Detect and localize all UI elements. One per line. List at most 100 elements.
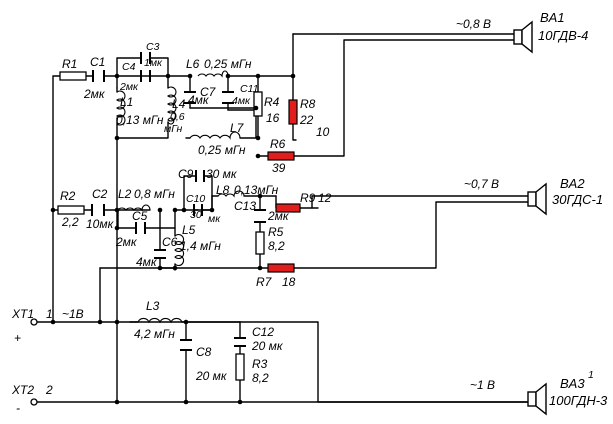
c9-value: 30 мк — [206, 167, 238, 181]
resistor-r7 — [267, 263, 295, 273]
capacitor-c5 — [135, 222, 146, 234]
c9-label: C9 — [178, 167, 194, 181]
r3-label: R3 — [252, 357, 268, 371]
l2-value: 0,8 мГн — [134, 187, 175, 201]
speaker-ba1-name: BA1 — [540, 10, 565, 25]
l8-label: L8 — [216, 183, 230, 197]
terminal-xt2-pin — [30, 398, 38, 406]
r7-value: 18 — [282, 275, 296, 289]
l4-label: L4 — [172, 97, 186, 111]
resistor-r9 — [275, 203, 301, 213]
c6-label: C6 — [162, 235, 178, 249]
capacitor-c1 — [92, 70, 105, 82]
c8-label: C8 — [196, 345, 212, 359]
l7-label: L7 — [230, 121, 245, 135]
l8-value: 0,13мГн — [234, 183, 279, 197]
resistor-r3 — [235, 353, 245, 381]
r5-label: R5 — [268, 225, 284, 239]
terminal-xt2-name: XT2 — [11, 383, 34, 397]
resistor-r4 — [253, 91, 263, 117]
l7-value: 0,25 мГн — [198, 143, 246, 157]
speaker-ba2-model: 30ГДС-1 — [552, 192, 603, 207]
r5-value: 8,2 — [268, 239, 285, 253]
speaker-ba2-name: BA2 — [560, 176, 585, 191]
resistor-r2 — [57, 205, 85, 215]
speaker-ba3 — [527, 382, 547, 416]
inductor-l4 — [167, 86, 177, 125]
r2-label: R2 — [60, 189, 76, 203]
capacitor-c12 — [234, 337, 246, 347]
c12-value: 20 мк — [251, 339, 284, 353]
l6-value: 0,25 мГн — [204, 57, 252, 71]
l5-value: 1,4 мГн — [180, 239, 221, 253]
r9-label: R9 — [300, 191, 316, 205]
c8-value: 20 мк — [195, 369, 228, 383]
r4-label: R4 — [264, 95, 280, 109]
l5-label: L5 — [182, 223, 196, 237]
c11-value: 4мк — [232, 95, 251, 107]
c3-label: C3 — [146, 41, 160, 53]
l4-value: 0,6 — [170, 111, 185, 123]
resistor-r1 — [59, 71, 87, 81]
inductors — [116, 70, 245, 324]
speaker-ba3-name: BA3 — [560, 376, 585, 391]
c10-value: 30 — [190, 209, 202, 221]
junctions — [50, 73, 296, 405]
inductor-l5 — [174, 233, 185, 267]
c4-label: C4 — [122, 61, 136, 73]
r6-label: R6 — [270, 137, 286, 151]
c13-label: C13 — [234, 199, 256, 213]
terminal-xt1-name: XT1 — [11, 307, 34, 321]
speaker-ba3-level: ~1 В — [470, 378, 495, 392]
c10-unit: мк — [208, 213, 221, 225]
terminal-xt2-sign: - — [16, 401, 20, 415]
r7-label: R7 — [256, 275, 273, 289]
terminal-xt1-level: ~1В — [62, 307, 84, 321]
inductor-l1 — [116, 90, 126, 126]
c3-value: 1мк — [144, 57, 163, 69]
r9-tap: 12 — [318, 191, 332, 205]
r8-value: 22 — [299, 113, 314, 127]
terminal-xt2-pin-number: 2 — [45, 383, 53, 397]
inductor-l8 — [217, 190, 245, 198]
c4-value: 2мк — [119, 81, 139, 93]
c7-label: C7 — [200, 85, 217, 99]
c1-value: 2мк — [83, 87, 106, 101]
inductor-l3 — [137, 317, 183, 324]
resistors — [57, 71, 301, 381]
inductor-l2 — [117, 204, 151, 212]
speaker-ba3-mark: 1 — [588, 369, 594, 381]
capacitor-c4 — [140, 70, 151, 82]
capacitor-c2 — [91, 204, 105, 216]
c2-value: 10мк — [86, 217, 115, 231]
c5-label: C5 — [132, 209, 148, 223]
l3-value: 4,2 мГн — [134, 327, 175, 341]
c6-value: 4мк — [136, 255, 158, 269]
c10-label: C10 — [186, 193, 205, 205]
speaker-ba2-level: ~0,7 В — [464, 177, 499, 191]
capacitor-c7 — [184, 91, 196, 104]
l1-label: L1 — [120, 95, 133, 109]
r2-value: 2,2 — [61, 215, 79, 229]
terminal-xt1-sign: + — [14, 331, 21, 345]
c7-value: 4мк — [188, 93, 210, 107]
speaker-ba1-model: 10ГДВ-4 — [538, 28, 588, 43]
r1-label: R1 — [62, 57, 77, 71]
l4-unit: мГн — [164, 123, 182, 135]
capacitor-c8 — [180, 339, 192, 351]
speaker-ba3-model: 100ГДН-3 — [549, 393, 608, 408]
r8-label: R8 — [300, 97, 316, 111]
terminal-xt1-pin-number: 1 — [46, 307, 53, 321]
c2-label: C2 — [92, 187, 108, 201]
c1-label: C1 — [90, 55, 105, 69]
speaker-ba1 — [513, 20, 533, 54]
l1-value: 0,13 мГн — [116, 113, 164, 127]
l6-label: L6 — [186, 57, 200, 71]
c12-label: C12 — [252, 325, 274, 339]
capacitors — [91, 52, 266, 351]
l3-label: L3 — [146, 299, 160, 313]
c13-value: 2мк — [267, 209, 290, 223]
capacitor-c11 — [222, 91, 234, 104]
inductor-l7 — [189, 131, 241, 140]
